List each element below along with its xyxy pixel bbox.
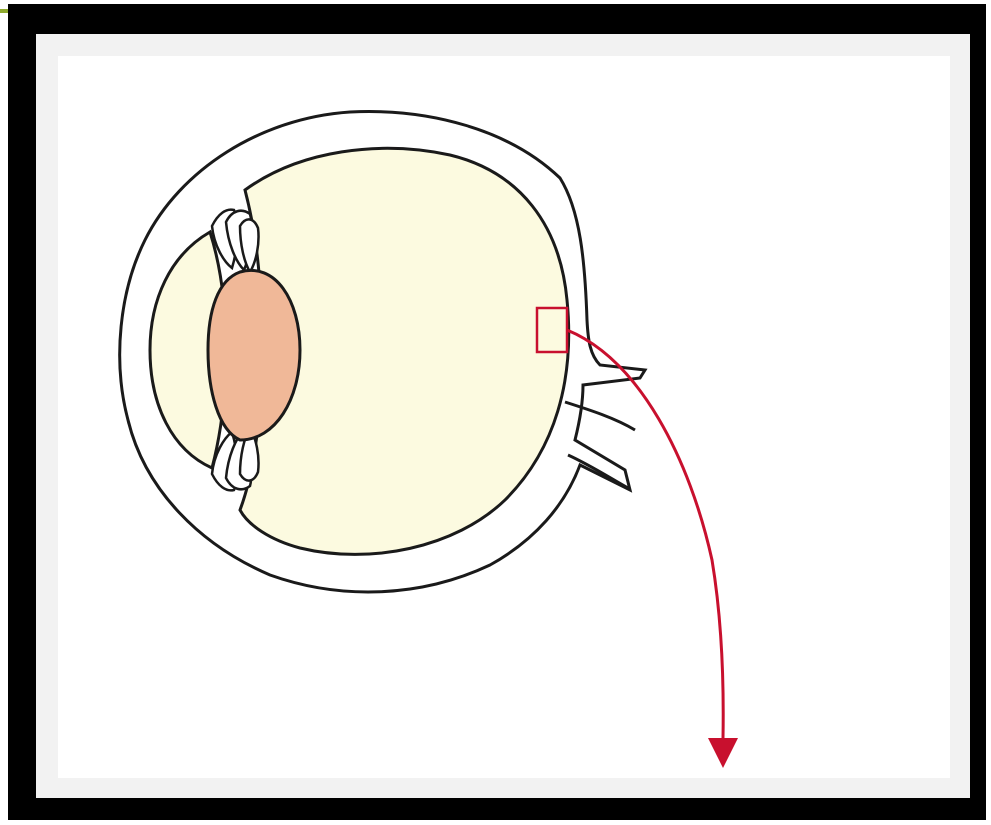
eye-diagram [0, 0, 991, 825]
diagram-stage [0, 0, 991, 825]
